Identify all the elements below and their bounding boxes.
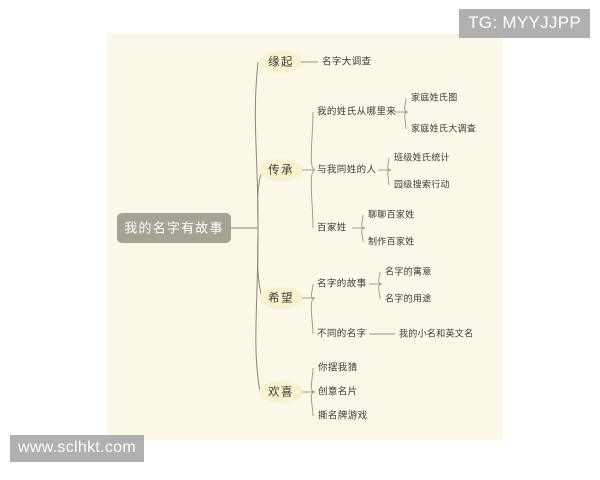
branch-2-child-2-bracket-down — [387, 169, 392, 186]
branch-2-child-1-bracket-down — [404, 111, 409, 130]
branch-4-child-3-label[interactable]: 撕名牌游戏 — [318, 410, 368, 422]
branch-1-highlight — [259, 51, 303, 73]
branch-3-bracket-down — [310, 297, 316, 335]
branch-connector-4 — [255, 227, 261, 393]
branch-3-child-2-label[interactable]: 不同的名字 — [317, 328, 367, 340]
branch-connector-2 — [257, 169, 263, 229]
branch-3-child-1-bracket-up — [378, 271, 383, 285]
branch-node-4[interactable]: 欢喜 — [259, 381, 303, 403]
branch-2-child-2-leaf-2-label[interactable]: 园级搜索行动 — [394, 179, 450, 191]
branch-2-highlight — [259, 159, 303, 181]
branch-3-child-1-leaf-2-label[interactable]: 名字的用途 — [385, 293, 432, 305]
branch-node-1[interactable]: 缘起 — [259, 51, 303, 73]
branch-2-child-3-label[interactable]: 百家姓 — [317, 222, 347, 234]
branch-node-2[interactable]: 传承 — [259, 159, 303, 181]
branch-3-label: 希望 — [268, 291, 294, 305]
branch-4-label: 欢喜 — [268, 385, 294, 399]
branch-1-label: 缘起 — [268, 55, 294, 69]
branch-4-bracket-down — [310, 391, 316, 417]
branch-2-bracket-down — [310, 169, 316, 229]
branch-2-child-3-bracket-down — [361, 227, 366, 243]
watermark-top-right: TG: MYYJJPP — [459, 9, 590, 38]
branch-2-child-2-bracket-up — [387, 157, 392, 171]
branch-4-highlight — [259, 381, 303, 403]
branch-4-child-1-label[interactable]: 你摆我猜 — [318, 362, 358, 374]
branch-2-child-3-leaf-2-label[interactable]: 制作百家姓 — [368, 236, 415, 248]
branch-1-child-1-label[interactable]: 名字大调查 — [322, 56, 372, 68]
branch-4-child-2-label[interactable]: 创意名片 — [318, 386, 358, 398]
branch-2-child-1-label[interactable]: 我的姓氏从哪里来 — [317, 106, 396, 118]
branch-3-child-1-leaf-1-label[interactable]: 名字的寓意 — [385, 266, 432, 278]
branch-node-3[interactable]: 希望 — [259, 287, 303, 309]
root-node-label: 我的名字有故事 — [124, 221, 223, 237]
branch-2-child-1-leaf-1-label[interactable]: 家庭姓氏图 — [411, 92, 458, 104]
root-node[interactable]: 我的名字有故事 — [117, 213, 231, 243]
branch-3-child-2-leaf-1-label[interactable]: 我的小名和英文名 — [399, 328, 473, 340]
branch-2-child-3-bracket-up — [361, 214, 366, 229]
branch-2-label: 传承 — [268, 163, 294, 177]
branch-3-bracket-up — [310, 283, 316, 299]
branch-2-child-1-bracket-up — [404, 97, 409, 113]
branch-2-child-2-leaf-1-label[interactable]: 班级姓氏统计 — [394, 152, 450, 164]
branch-2-child-2-label[interactable]: 与我同姓的人 — [317, 164, 377, 176]
branch-2-child-3-leaf-1-label[interactable]: 聊聊百家姓 — [368, 209, 415, 221]
branch-2-bracket-up — [310, 111, 316, 171]
branch-4-bracket-up — [310, 367, 316, 393]
branch-3-highlight — [259, 287, 303, 309]
root-node-box — [117, 213, 231, 243]
branch-3-child-1-bracket-down — [378, 283, 383, 300]
branch-3-child-1-label[interactable]: 名字的故事 — [317, 278, 367, 290]
branch-2-child-1-leaf-2-label[interactable]: 家庭姓氏大调查 — [411, 123, 476, 135]
watermark-bottom-left: www.sclhkt.com — [10, 435, 144, 462]
